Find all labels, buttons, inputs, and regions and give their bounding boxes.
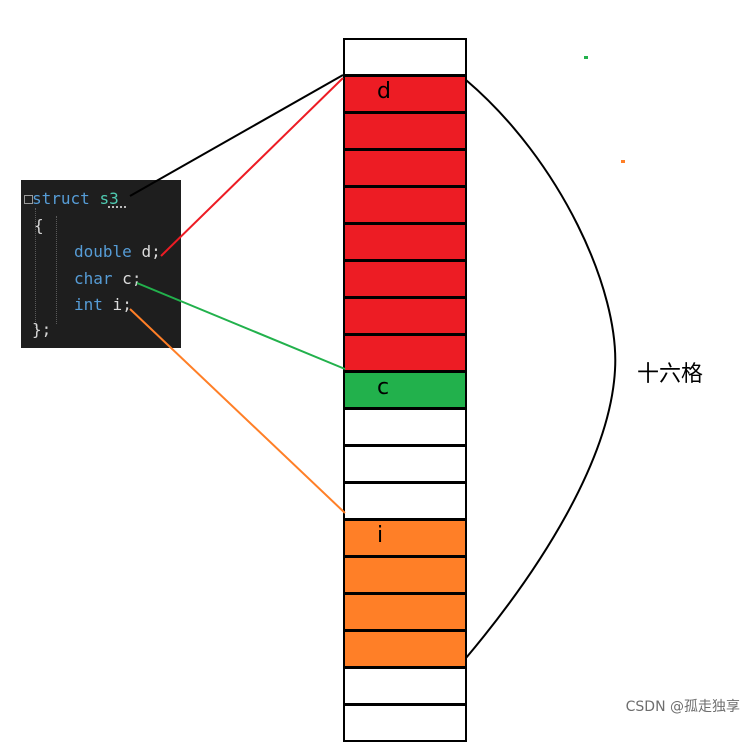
squiggle-underline [108,206,126,208]
brace-label: 十六格 [637,362,704,387]
code-line-close-brace: }; [32,320,51,340]
semicolon: ; [151,242,161,261]
open-brace: { [34,216,44,235]
member-d: d [141,242,152,261]
semicolon: ; [131,269,142,288]
memory-cell [343,149,467,187]
code-line-open-brace: { [34,216,44,236]
member-c: c [122,269,132,288]
code-line-int: int i; [74,295,132,315]
memory-cell-label: d [377,79,391,104]
collapse-icon[interactable] [24,195,33,204]
member-i: i [112,295,123,314]
indent-guide [35,208,36,328]
orange-mark [621,160,625,163]
memory-cell [343,112,467,150]
memory-cell [343,667,467,705]
watermark: CSDN @孤走独享 [625,699,740,715]
indent-guide [56,216,57,324]
memory-cell [343,186,467,224]
i-connector [129,308,346,514]
code-panel: struct s3 { double d; char c; int i; }; [21,180,181,348]
struct-name: s3 [99,189,119,208]
memory-cell [343,556,467,594]
keyword: double [74,242,132,261]
semicolon: ; [122,295,132,314]
code-line-char: char c; [74,269,141,289]
close-brace: }; [32,320,52,339]
struct-connector [129,74,344,197]
keyword: struct [32,189,90,208]
memory-cell [343,593,467,631]
d-connector [160,77,344,257]
c-connector [136,282,346,370]
memory-cell [343,334,467,372]
code-line-struct: struct s3 [32,189,119,209]
keyword: int [74,295,103,314]
keyword: char [74,269,113,288]
memory-cell [343,371,467,409]
memory-cell [343,75,467,113]
code-line-double: double d; [74,242,161,262]
memory-cell-label: i [377,523,384,548]
connector-lines [129,74,617,659]
green-mark [584,56,588,59]
brace-curve [465,79,617,659]
memory-cell-label: c [377,375,390,400]
